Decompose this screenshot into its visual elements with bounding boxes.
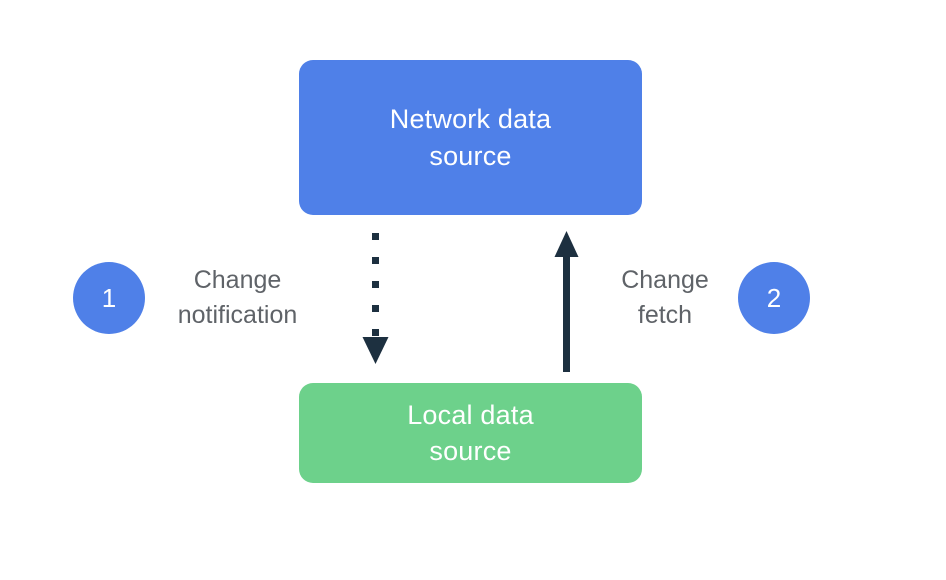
- edge-label-change-fetch-line-2: fetch: [637, 300, 693, 329]
- arrow-change-fetch-solid-up-icon: [554, 231, 579, 372]
- edge-label-change-notification: Change notification: [155, 263, 320, 332]
- node-local-line-2: source: [429, 436, 512, 466]
- edge-label-change-fetch-line-1: Change: [621, 266, 709, 294]
- node-network-data-source[interactable]: Network data source: [299, 60, 642, 215]
- node-network-data-source-label: Network data source: [317, 101, 624, 174]
- edge-label-change-notification-line-2: notification: [177, 300, 298, 329]
- node-local-data-source-label: Local data source: [317, 397, 624, 470]
- node-local-data-source[interactable]: Local data source: [299, 383, 642, 483]
- step-badge-2-number: 2: [766, 283, 782, 313]
- step-badge-1-number: 1: [101, 283, 117, 313]
- node-network-line-2: source: [429, 140, 512, 171]
- arrow-change-notification-dotted-down-icon: [362, 233, 389, 364]
- node-local-line-1: Local data: [407, 399, 534, 430]
- edge-label-change-notification-line-1: Change: [193, 266, 282, 294]
- step-badge-2: 2: [738, 262, 810, 334]
- step-badge-1: 1: [73, 262, 145, 334]
- edge-label-change-fetch: Change fetch: [600, 263, 730, 332]
- node-network-line-1: Network data: [389, 104, 552, 135]
